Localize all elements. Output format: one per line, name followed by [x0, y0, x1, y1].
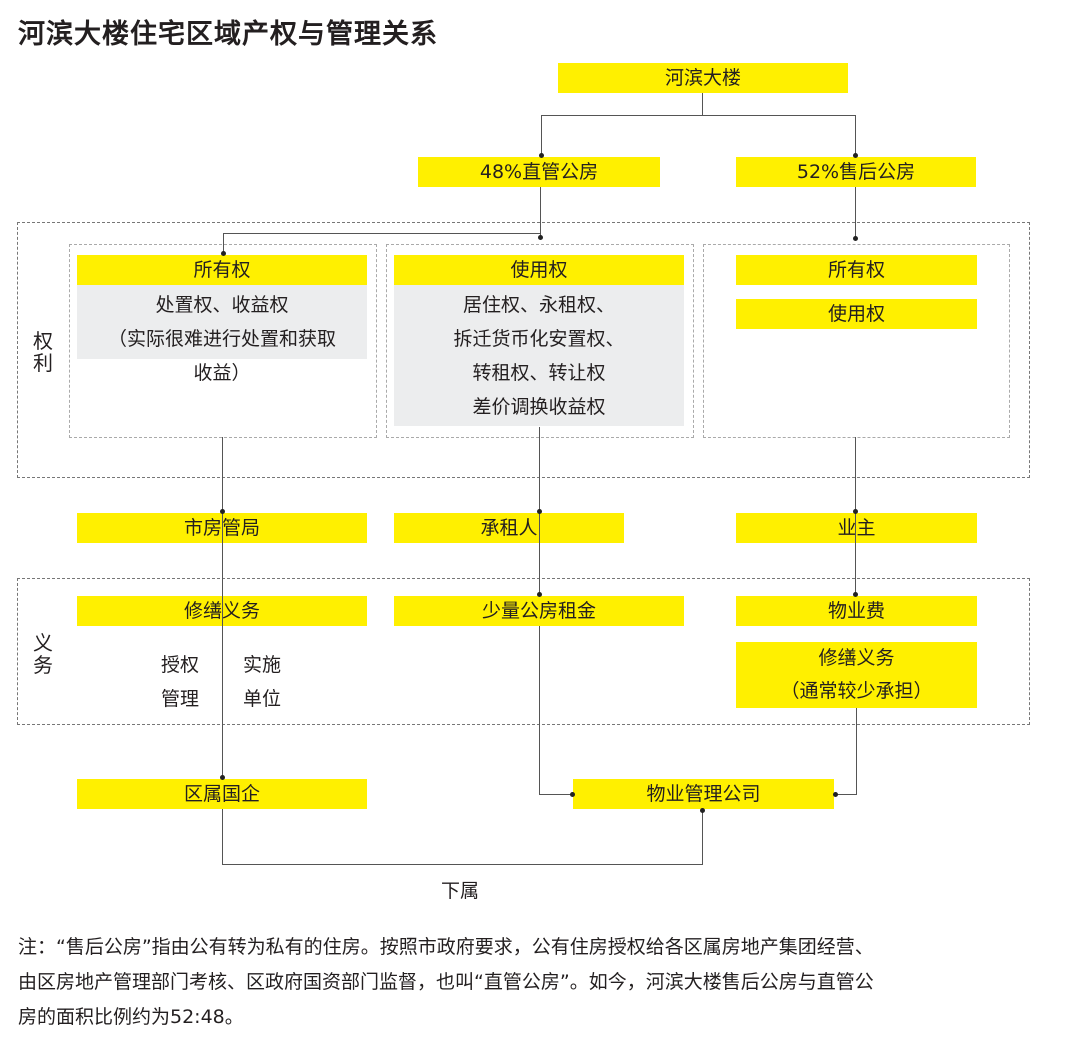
connector — [835, 794, 857, 795]
connector-dot — [221, 251, 226, 256]
connector — [702, 93, 703, 115]
connector — [855, 437, 856, 595]
node-owner: 业主 — [736, 513, 977, 543]
rights-label: 权利 — [33, 329, 53, 375]
connector — [222, 809, 223, 865]
node-sold-public-housing: 52%售后公房 — [736, 157, 976, 187]
connector-dot — [853, 509, 858, 514]
footnote: 注：“售后公房”指由公有转为私有的住房。按照市政府要求，公有住房授权给各区属房地… — [18, 936, 874, 1028]
ownership-detail: 处置权、收益权 （实际很难进行处置和获取 收益） — [107, 294, 336, 384]
owner-usage: 使用权 — [736, 299, 977, 329]
owner-rights-panel — [703, 244, 1010, 438]
subordinate-label: 下属 — [440, 880, 479, 902]
connector — [541, 115, 855, 116]
ownership-header: 所有权 — [77, 255, 367, 285]
node-property-fee: 物业费 — [736, 596, 977, 626]
connector — [539, 626, 540, 794]
implementing-unit: 实施 单位 — [242, 654, 281, 710]
connector-dot — [570, 792, 575, 797]
connector — [855, 187, 856, 238]
obligations-label: 义务 — [33, 631, 53, 677]
connector-dot — [853, 236, 858, 241]
node-district-soe: 区属国企 — [77, 779, 367, 809]
node-public-rent: 少量公房租金 — [394, 596, 684, 626]
node-hebin-building: 河滨大楼 — [558, 63, 848, 93]
usage-header: 使用权 — [394, 255, 684, 285]
ownership-detail-bg — [77, 285, 367, 359]
connector — [540, 187, 541, 238]
connector-dot — [539, 153, 544, 158]
node-property-management-company: 物业管理公司 — [573, 779, 834, 809]
diagram-title: 河滨大楼住宅区域产权与管理关系 — [18, 19, 438, 50]
owner-ownership: 所有权 — [736, 255, 977, 285]
connector — [541, 115, 542, 157]
usage-detail-bg — [394, 285, 684, 426]
connector — [539, 794, 573, 795]
connector — [223, 233, 224, 253]
connector-dot — [220, 775, 225, 780]
obligations-section — [17, 578, 1030, 725]
connector-dot — [537, 592, 542, 597]
connector-dot — [538, 235, 543, 240]
usage-panel — [386, 244, 694, 438]
rights-section — [17, 222, 1030, 478]
connector-dot — [853, 592, 858, 597]
authorized-management: 授权 管理 — [160, 654, 199, 710]
node-tenant: 承租人 — [394, 513, 624, 543]
node-direct-public-housing: 48%直管公房 — [418, 157, 660, 187]
connector-dot — [853, 153, 858, 158]
connector — [855, 115, 856, 157]
connector — [222, 864, 703, 865]
connector — [702, 811, 703, 865]
node-owner-repair-duty: 修缮义务 （通常较少承担） — [736, 642, 977, 708]
connector-dot — [220, 509, 225, 514]
connector-dot — [700, 808, 705, 813]
connector — [222, 437, 223, 777]
connector-dot — [537, 509, 542, 514]
connector — [223, 233, 540, 234]
connector — [856, 708, 857, 794]
connector-dot — [833, 792, 838, 797]
usage-detail: 居住权、永租权、 拆迁货币化安置权、 转租权、转让权 差价调换收益权 — [453, 294, 625, 418]
